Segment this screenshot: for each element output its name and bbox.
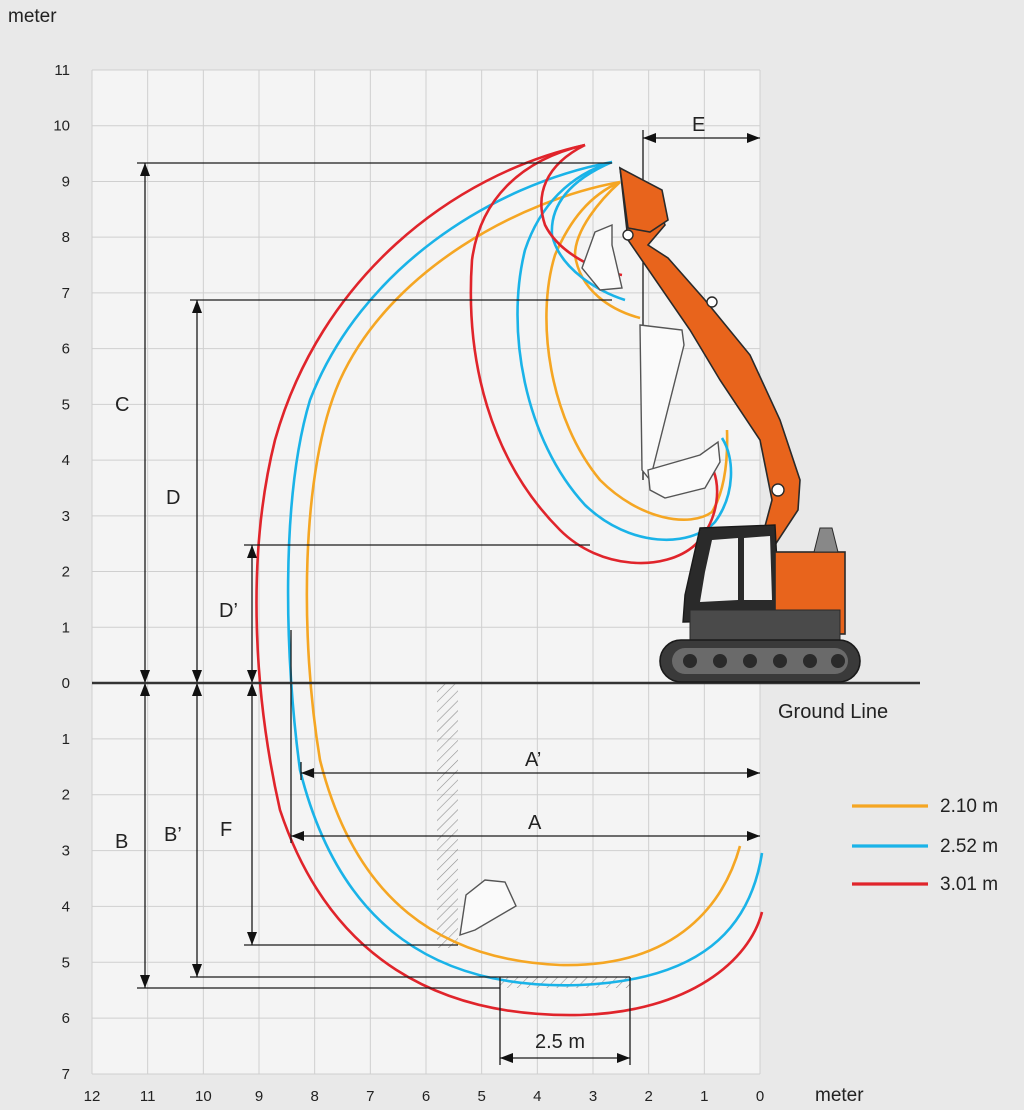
y-tick-label: 4 bbox=[62, 898, 70, 915]
trench-bottom-hatch bbox=[500, 977, 630, 988]
curve-2-52m-outer bbox=[286, 160, 764, 987]
y-tick-label: 2 bbox=[62, 787, 70, 804]
dimension-lines bbox=[137, 130, 760, 1065]
y-tick-label: 11 bbox=[54, 62, 70, 79]
x-tick-label: 1 bbox=[700, 1088, 708, 1105]
y-tick-label: 10 bbox=[53, 118, 70, 135]
y-tick-label: 3 bbox=[62, 843, 70, 860]
y-tick-label: 4 bbox=[62, 452, 70, 469]
ground-line-label: Ground Line bbox=[778, 701, 888, 723]
x-tick-label: 3 bbox=[589, 1088, 597, 1105]
label-f: F bbox=[220, 819, 232, 841]
y-tick-label: 6 bbox=[62, 1010, 70, 1027]
trench-wall-hatch bbox=[437, 683, 458, 948]
y-tick-label: 7 bbox=[62, 285, 70, 302]
label-a: A bbox=[528, 812, 542, 834]
x-tick-label: 11 bbox=[140, 1088, 156, 1105]
label-b: B bbox=[115, 831, 128, 853]
y-tick-label: 1 bbox=[62, 619, 70, 636]
x-axis-unit: meter bbox=[815, 1085, 864, 1106]
x-tick-label: 10 bbox=[195, 1088, 212, 1105]
excavator-illustration bbox=[581, 166, 861, 683]
label-c: C bbox=[115, 394, 129, 416]
x-tick-label: 8 bbox=[310, 1088, 318, 1105]
curve-3-01m-outer bbox=[255, 143, 764, 1017]
y-tick-label: 1 bbox=[62, 731, 70, 748]
y-tick-label: 5 bbox=[62, 396, 70, 413]
x-tick-label: 4 bbox=[533, 1088, 541, 1105]
y-tick-label: 5 bbox=[62, 954, 70, 971]
curve-2-10m-outer bbox=[305, 180, 742, 967]
y-tick-label: 0 bbox=[62, 675, 70, 692]
x-tick-label: 12 bbox=[84, 1088, 101, 1105]
excavator-arm bbox=[619, 166, 801, 546]
label-a-prime: A’ bbox=[525, 749, 541, 771]
range-curves bbox=[255, 143, 764, 1017]
y-tick-label: 7 bbox=[62, 1066, 70, 1083]
legend-label-2-10m: 2.10 m bbox=[940, 796, 998, 817]
y-axis-unit: meter bbox=[8, 6, 57, 27]
x-tick-label: 0 bbox=[756, 1088, 764, 1105]
label-flat-width: 2.5 m bbox=[535, 1031, 585, 1053]
x-tick-label: 5 bbox=[477, 1088, 485, 1105]
legend-label-3-01m: 3.01 m bbox=[940, 874, 998, 895]
y-tick-label: 2 bbox=[62, 564, 70, 581]
x-tick-label: 6 bbox=[422, 1088, 430, 1105]
y-tick-label: 9 bbox=[62, 173, 70, 190]
label-d-prime: D’ bbox=[219, 600, 238, 622]
label-e: E bbox=[692, 114, 705, 136]
legend: 2.10 m 2.52 m 3.01 m bbox=[852, 796, 998, 895]
digging-bucket-illustration bbox=[459, 879, 517, 937]
label-d: D bbox=[166, 487, 180, 509]
x-tick-label: 2 bbox=[644, 1088, 652, 1105]
x-tick-label: 7 bbox=[366, 1088, 374, 1105]
y-tick-label: 8 bbox=[62, 229, 70, 246]
excavator-bucket bbox=[619, 166, 669, 233]
y-tick-label: 6 bbox=[62, 341, 70, 358]
label-b-prime: B’ bbox=[164, 824, 182, 846]
x-tick-label: 9 bbox=[255, 1088, 263, 1105]
y-tick-label: 3 bbox=[62, 508, 70, 525]
legend-label-2-52m: 2.52 m bbox=[940, 836, 998, 857]
curve-2-52m-inner bbox=[516, 160, 733, 542]
